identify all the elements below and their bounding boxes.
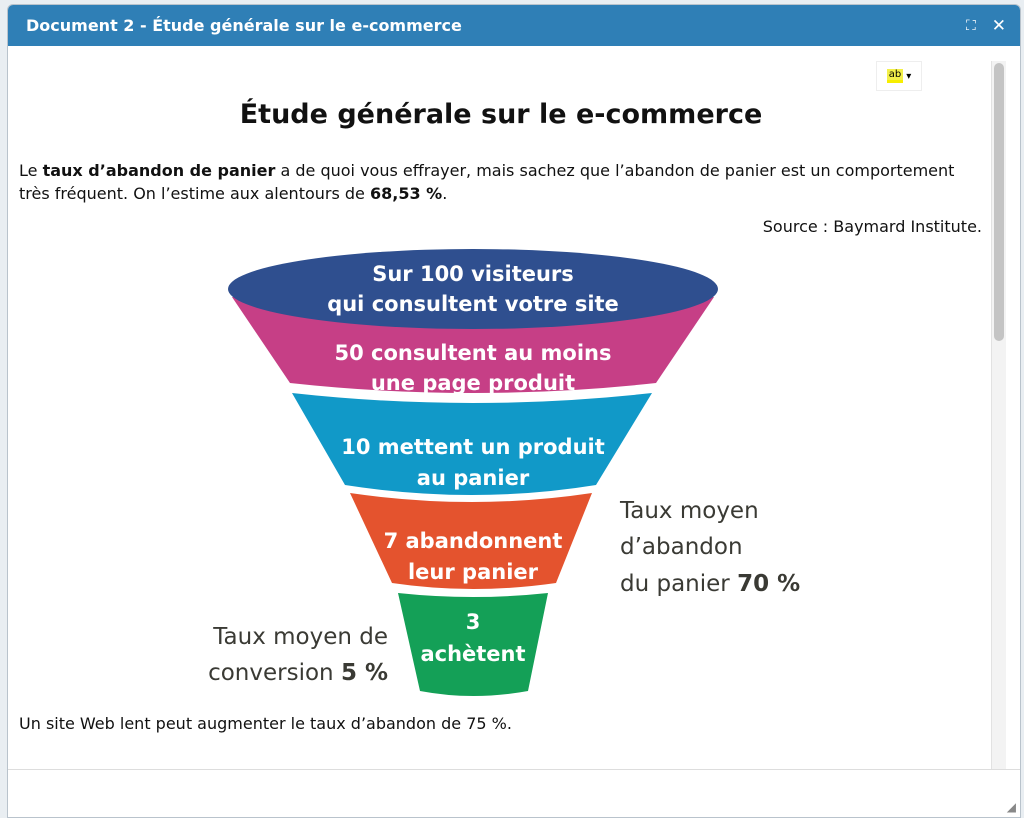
document-window: Document 2 - Étude générale sur le e-com… [7,4,1021,818]
page-title: Étude générale sur le e-commerce [239,99,763,130]
expand-icon[interactable]: ⛶ [965,17,976,34]
intro-paragraph: Le taux d’abandon de panier a de quoi vo… [19,159,979,205]
close-button[interactable]: ✕ [991,15,1006,36]
level-1-line2: qui consultent votre site [327,292,619,316]
level-2-line1: 50 consultent au moins [335,341,612,365]
text: Le [19,161,43,180]
level-1-line1: Sur 100 visiteurs [372,262,574,286]
abandon-line1: Taux moyen [619,498,759,524]
highlighter-icon: ab [886,69,904,83]
funnel-level-4 [350,493,592,589]
funnel-level-5 [398,593,548,696]
level-5-line2: achètent [420,642,525,666]
document-content: ab ▾ Étude générale sur le e-commerce Le… [8,47,988,769]
text: a de quoi vous effrayer, mais sachez que… [19,161,955,203]
bold-value: 68,53 % [369,184,443,203]
level-3-line1: 10 mettent un produit [341,435,605,459]
footer-note: Un site Web lent peut augmenter le taux … [19,714,512,733]
window-title: Document 2 - Étude générale sur le e-com… [26,16,462,35]
level-3-line2: au panier [417,466,530,490]
highlight-tool-button[interactable]: ab ▾ [876,61,922,91]
abandon-line2: d’abandon [620,534,743,560]
bold-text: taux d’abandon de panier [42,161,276,180]
text: . [442,184,448,203]
level-4-line1: 7 abandonnent [384,529,563,553]
title-bar: Document 2 - Étude générale sur le e-com… [8,5,1020,46]
vertical-scrollbar[interactable] [991,61,1006,771]
scrollbar-thumb[interactable] [994,63,1004,341]
funnel-diagram: Sur 100 visiteurs qui consultent votre s… [208,249,800,696]
conversion-line1: Taux moyen de [212,624,388,650]
funnel-level-3 [292,393,652,495]
resize-grip-icon[interactable]: ◢ [1006,800,1016,814]
source-citation: Source : Baymard Institute. [762,217,982,236]
level-2-line2: une page produit [371,371,575,395]
level-4-line2: leur panier [408,560,539,584]
conversion-line2: conversion 5 % [208,660,388,686]
funnel-level-1 [228,249,718,329]
window-footer: ◢ [8,769,1020,817]
level-5-line1: 3 [466,610,481,634]
chevron-down-icon: ▾ [906,70,912,82]
abandon-line3: du panier 70 % [620,571,800,597]
